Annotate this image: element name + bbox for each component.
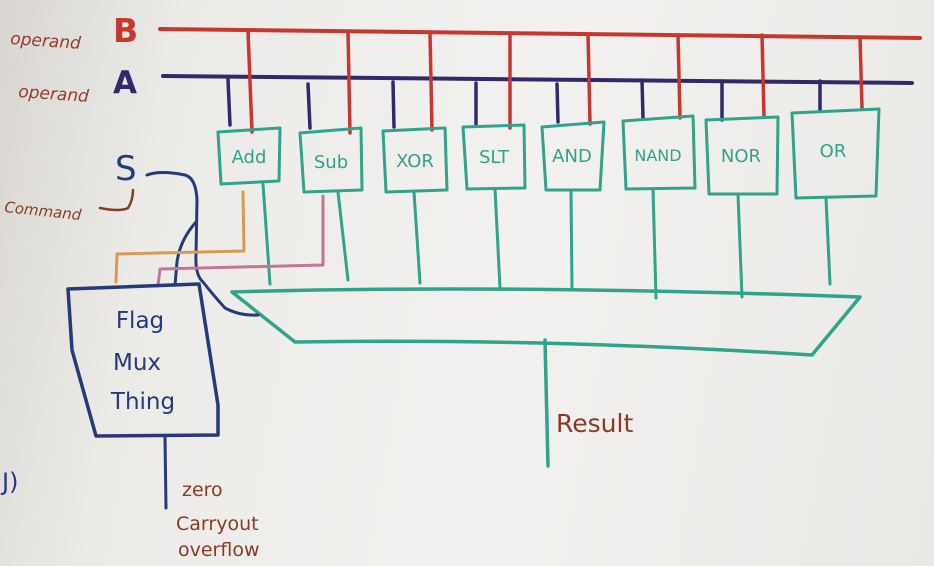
add-flag-wire [114,190,246,284]
command-select-wire [145,171,260,317]
operand-a-prefix: operand [18,82,90,107]
op-box-and [540,120,606,192]
op-box-sub [298,126,364,194]
operand-b-taps [246,29,864,135]
flag-zero: zero [182,479,223,501]
flag-outputs: zero Carryout overflow [176,479,260,561]
flag-output-line [163,435,168,510]
result-label: Result [556,409,633,438]
op-label-slt: SLT [479,147,510,168]
command-select-glyph: S [115,149,137,189]
operation-boxes [216,107,881,200]
flag-mux-line2: Mux [113,350,161,376]
op-box-slt [461,123,527,191]
op-box-xor [381,126,449,194]
op-outputs [261,182,832,300]
result-mux [230,287,862,357]
operand-a-taps [226,77,822,130]
operand-a-letter: A [113,65,137,101]
op-label-nand: NAND [634,146,681,165]
operand-b-prefix: operand [10,29,82,54]
op-label-xor: XOR [396,151,434,172]
command-label: Command [4,198,83,224]
op-label-and: AND [552,146,592,167]
op-box-nor [704,115,780,196]
edge-mark: J) [0,468,18,496]
flag-overflow: overflow [178,539,260,561]
flag-mux-box [66,282,220,438]
op-box-add [216,126,282,186]
flag-carryout: Carryout [176,513,259,535]
command-bracket [98,188,135,212]
operand-b-letter: B [113,11,138,50]
sub-flag-wire [156,194,325,288]
operand-b-bus [158,27,922,40]
operation-labels: Add Sub XOR SLT AND NAND NOR OR [232,141,847,173]
flag-mux-labels: Flag Mux Thing [110,308,175,415]
operand-b-label: operand B [10,11,139,54]
flag-mux-line1: Flag [116,308,164,334]
operand-a-bus [161,74,914,85]
result-line [543,338,550,468]
op-label-nor: NOR [721,146,761,167]
op-label-sub: Sub [314,152,348,173]
operand-a-label: operand A [18,65,137,107]
flag-mux-line3: Thing [110,389,175,415]
command-to-flagmux-wire [173,220,198,287]
op-label-or: OR [820,141,847,162]
op-label-add: Add [232,147,267,168]
op-box-or [790,107,881,200]
op-box-nand [621,114,697,191]
